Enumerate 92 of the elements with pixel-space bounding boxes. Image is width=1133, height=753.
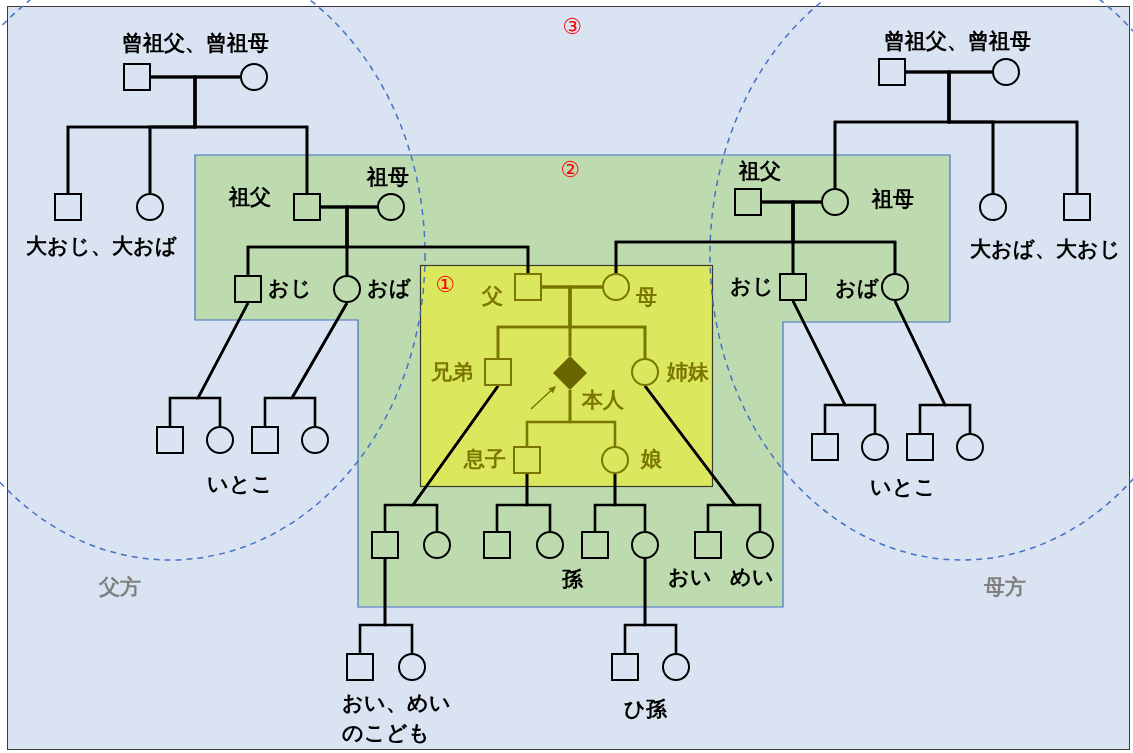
member-label: 息子 [464, 447, 506, 473]
relation-label: 大おじ、大おば [25, 234, 177, 260]
square-symbol [293, 193, 321, 221]
square-symbol [371, 531, 399, 559]
circle-symbol [631, 358, 659, 386]
side-caption: 母方 [984, 575, 1026, 601]
relation-label: いとこ [207, 472, 273, 498]
square-symbol [156, 426, 184, 454]
circle-symbol [746, 531, 774, 559]
diamond-symbol [553, 356, 587, 390]
lineage-line [568, 390, 617, 446]
member-label: 祖父 [229, 185, 271, 211]
pointer-arrow [530, 385, 556, 410]
circle-symbol [301, 426, 329, 454]
circle-symbol [240, 63, 268, 91]
lineage-line [289, 302, 349, 426]
relation-label: おい、めいのこども [342, 689, 452, 747]
member-label: 祖母 [367, 165, 409, 191]
member-label: 祖母 [872, 187, 914, 213]
member-label: 姉妹 [667, 360, 709, 386]
member-label: 本人 [582, 388, 624, 414]
member-label: おば [367, 276, 411, 302]
circle-symbol [601, 446, 629, 474]
circle-symbol [992, 58, 1020, 86]
square-symbol [581, 531, 609, 559]
square-symbol [483, 531, 511, 559]
region-number: ① [435, 271, 455, 299]
relation-label: めい [730, 565, 774, 591]
region-number: ② [560, 156, 580, 184]
lineage-line [643, 385, 762, 531]
circle-symbol [881, 273, 909, 301]
square-symbol [251, 426, 279, 454]
circle-symbol [602, 273, 630, 301]
square-symbol [123, 63, 151, 91]
region-number: ③ [562, 13, 582, 41]
member-label: おじ [268, 276, 312, 302]
extended-family-area [195, 155, 950, 607]
square-symbol [811, 433, 839, 461]
square-symbol [779, 273, 807, 301]
lineage-line [525, 474, 552, 531]
circle-symbol [423, 531, 451, 559]
lineage-line [410, 385, 500, 531]
circle-symbol [536, 531, 564, 559]
square-symbol [694, 531, 722, 559]
lineage-line [195, 302, 250, 426]
member-label: 兄弟 [431, 360, 473, 386]
circle-symbol [136, 193, 164, 221]
lineage-line [193, 75, 309, 193]
square-symbol [878, 58, 906, 86]
square-symbol [514, 273, 542, 301]
side-caption: 父方 [99, 575, 141, 601]
lineage-line [791, 300, 877, 433]
circle-symbol [333, 275, 361, 303]
lineage-line [383, 559, 414, 653]
circle-symbol [377, 193, 405, 221]
relation-label: 孫 [561, 567, 583, 593]
circle-symbol [398, 653, 426, 681]
member-label: 祖父 [739, 159, 781, 185]
lineage-line [893, 300, 972, 433]
square-symbol [611, 653, 639, 681]
relation-label: おい [668, 565, 712, 591]
relation-label: 曾祖父、曾祖母 [121, 31, 269, 57]
square-symbol [234, 275, 262, 303]
member-label: 母 [635, 285, 657, 311]
lineage-line [613, 474, 647, 531]
square-symbol [513, 446, 541, 474]
square-symbol [346, 653, 374, 681]
relation-label: 大おば、大おじ [969, 237, 1121, 263]
immediate-family-area [420, 265, 713, 487]
relation-label: 曾祖父、曾祖母 [883, 29, 1031, 55]
circle-symbol [662, 653, 690, 681]
square-symbol [54, 193, 82, 221]
circle-symbol [956, 433, 984, 461]
circle-symbol [821, 188, 849, 216]
relation-label: ひ孫 [623, 697, 667, 723]
member-label: おじ [730, 274, 774, 300]
member-label: 父 [481, 284, 503, 310]
lineage-line [947, 70, 1079, 193]
circle-symbol [861, 433, 889, 461]
square-symbol [734, 188, 762, 216]
lineage-line [791, 200, 897, 273]
circle-symbol [979, 193, 1007, 221]
circle-symbol [206, 426, 234, 454]
square-symbol [484, 358, 512, 386]
lineage-line [643, 559, 678, 653]
relation-label: いとこ [870, 475, 936, 501]
member-label: 娘 [640, 447, 662, 473]
circle-symbol [631, 531, 659, 559]
square-symbol [1063, 193, 1091, 221]
lineage-line [568, 285, 647, 358]
member-label: おば [835, 276, 879, 302]
square-symbol [906, 433, 934, 461]
